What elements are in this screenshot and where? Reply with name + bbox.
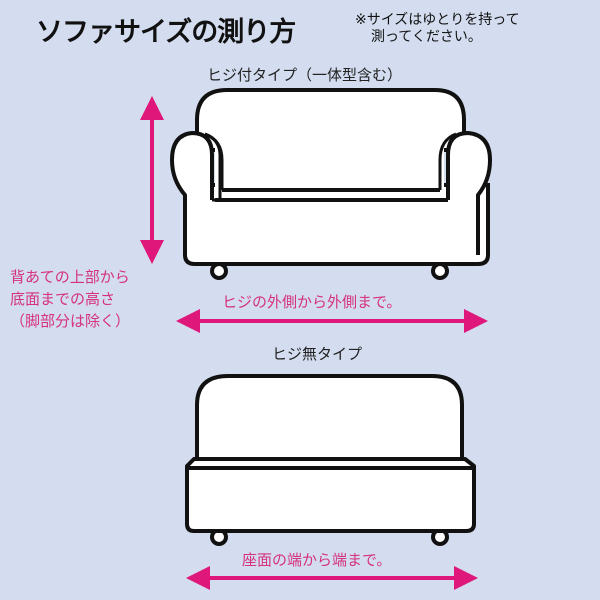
height-line-1: 背あての上部から [10, 268, 130, 286]
armless-sofa-illustration [185, 374, 476, 546]
armless-sofa-label: ヒジ無タイプ [272, 345, 363, 363]
height-line-3: （脚部分は除く） [10, 312, 131, 330]
armed-sofa-label: ヒジ付タイプ（一体型含む） [207, 66, 403, 84]
height-instruction: 背あての上部から 底面までの高さ （脚部分は除く） [10, 266, 130, 332]
armed-width-instruction: ヒジの外側から外側まで。 [222, 293, 402, 311]
armless-width-instruction: 座面の端から端まで。 [242, 551, 392, 569]
page-title: ソファサイズの測り方 [36, 17, 296, 48]
note-line-1: ※サイズはゆとりを持って [355, 12, 520, 28]
measurement-note: ※サイズはゆとりを持って 測ってください。 [355, 12, 520, 46]
note-line-2: 測ってください。 [371, 29, 482, 45]
armed-sofa-illustration [170, 88, 492, 280]
height-line-2: 底面までの高さ [10, 290, 116, 308]
